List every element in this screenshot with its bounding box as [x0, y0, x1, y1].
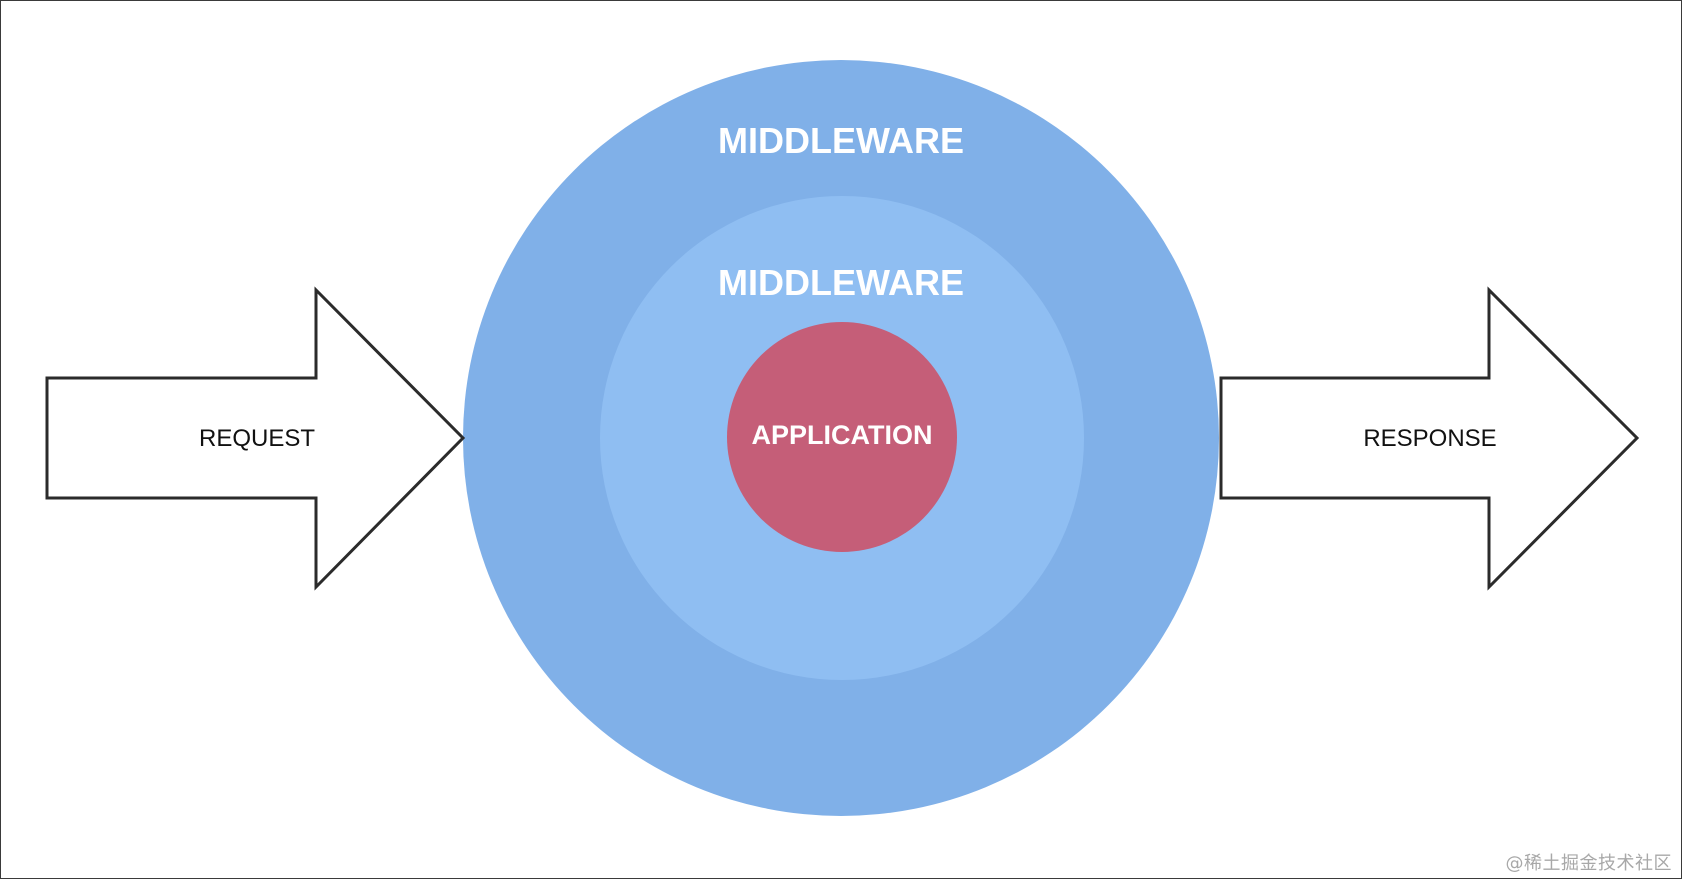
- watermark-text: @稀土掘金技术社区: [1505, 853, 1672, 874]
- request-label: REQUEST: [199, 425, 315, 452]
- outer-middleware-label: MIDDLEWARE: [718, 120, 964, 161]
- response-arrow: [1219, 286, 1640, 591]
- response-label: RESPONSE: [1363, 425, 1496, 452]
- inner-middleware-label: MIDDLEWARE: [718, 262, 964, 303]
- application-core: [727, 322, 957, 552]
- application-label: APPLICATION: [752, 420, 933, 450]
- request-arrow: [45, 286, 466, 591]
